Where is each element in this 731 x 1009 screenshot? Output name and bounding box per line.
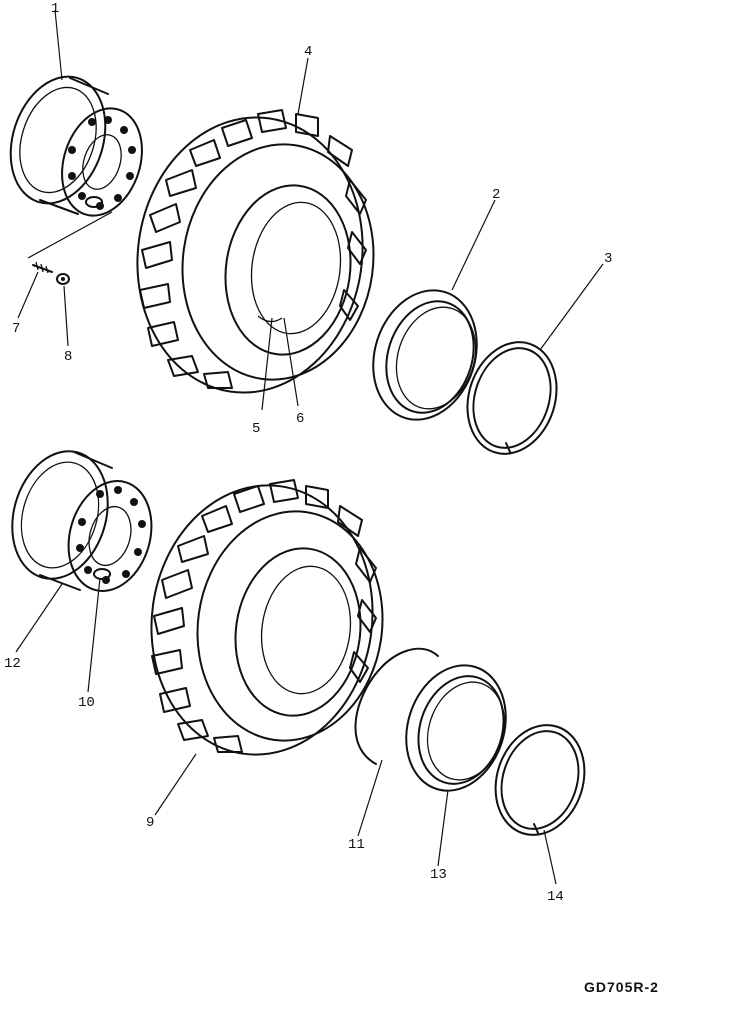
- callout-8: 8: [64, 349, 72, 365]
- callout-1: 1: [51, 1, 59, 17]
- callout-13: 13: [430, 867, 447, 883]
- tire-lower: [150, 479, 384, 756]
- side-ring-part: [466, 341, 558, 455]
- tire-upper: [136, 109, 375, 394]
- callout-3: 3: [604, 251, 612, 267]
- nut-part: [56, 273, 70, 285]
- leader-lines: [15, 9, 604, 885]
- tire-tread-upper: [139, 109, 367, 389]
- bolt-holes-lower: [76, 486, 146, 584]
- wheel-rim-lower: [11, 450, 153, 592]
- callout-11: 11: [348, 837, 365, 853]
- callout-6: 6: [296, 411, 304, 427]
- callout-7: 7: [12, 321, 20, 337]
- lock-ring-part: [372, 289, 478, 421]
- bolt-part: [32, 261, 53, 274]
- wheel-rim-upper: [9, 75, 143, 217]
- o-ring-part: [354, 647, 439, 765]
- callout-2: 2: [492, 187, 500, 203]
- callout-14: 14: [547, 889, 564, 905]
- side-ring-lower-part: [494, 724, 586, 836]
- callout-12: 12: [4, 656, 21, 672]
- drawing-code-label: GD705R-2: [584, 979, 659, 995]
- callout-4: 4: [304, 44, 312, 60]
- callout-10: 10: [78, 695, 95, 711]
- callout-labels: 1 4 2 3 7 8 5 6 12 10 9 11 13 14: [4, 1, 612, 905]
- callout-9: 9: [146, 815, 154, 831]
- tire-tread-lower: [151, 479, 377, 753]
- callout-5: 5: [252, 421, 260, 437]
- lock-ring-lower-part: [405, 664, 507, 792]
